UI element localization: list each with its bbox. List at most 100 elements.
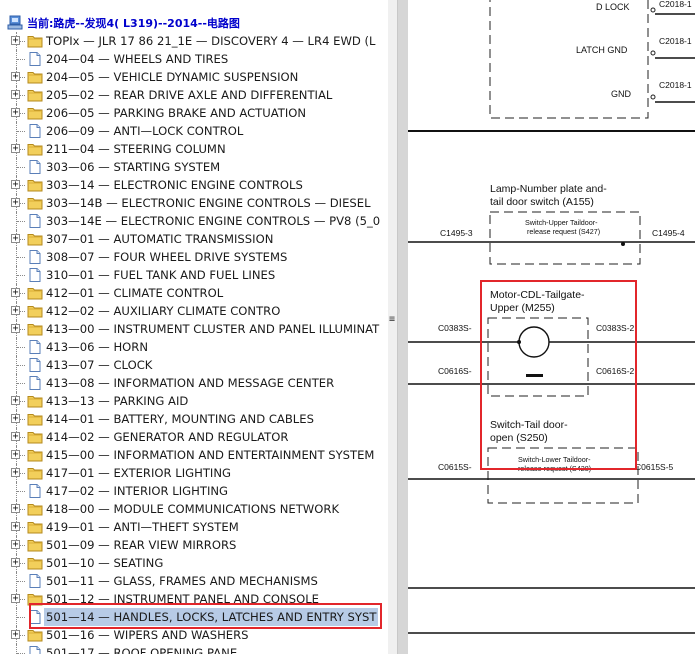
folder-icon <box>27 195 43 211</box>
tree-item-label: 413—07 — CLOCK <box>46 358 153 372</box>
expand-plus-icon[interactable]: + <box>11 413 20 424</box>
tree-item[interactable]: 206—09 — ANTI—LOCK CONTROL <box>0 122 386 140</box>
folder-icon <box>27 87 43 103</box>
expand-plus-icon[interactable]: + <box>11 395 20 406</box>
folder-icon <box>27 393 43 409</box>
folder-icon <box>27 303 43 319</box>
tree-item[interactable]: +303—14 — ELECTRONIC ENGINE CONTROLS <box>0 176 386 194</box>
tree-item[interactable]: +501—12 — INSTRUMENT PANEL AND CONSOLE <box>0 590 386 608</box>
tree-item[interactable]: 413—06 — HORN <box>0 338 386 356</box>
document-icon <box>27 267 43 283</box>
tree-item[interactable]: +307—01 — AUTOMATIC TRANSMISSION <box>0 230 386 248</box>
expand-plus-icon[interactable]: + <box>11 593 20 604</box>
tree-item-label: 412—01 — CLIMATE CONTROL <box>46 286 224 300</box>
tree-guide-line <box>16 608 17 626</box>
tree-item[interactable]: +206—05 — PARKING BRAKE AND ACTUATION <box>0 104 386 122</box>
tree-item-label: 414—02 — GENERATOR AND REGULATOR <box>46 430 289 444</box>
expand-plus-icon[interactable]: + <box>11 431 20 442</box>
tree-item[interactable]: +303—14B — ELECTRONIC ENGINE CONTROLS — … <box>0 194 386 212</box>
tree-item-label: 419—01 — ANTI—THEFT SYSTEM <box>46 520 239 534</box>
tree-item[interactable]: +415—00 — INFORMATION AND ENTERTAINMENT … <box>0 446 386 464</box>
tree-item[interactable]: 308—07 — FOUR WHEEL DRIVE SYSTEMS <box>0 248 386 266</box>
tree-item[interactable]: +501—09 — REAR VIEW MIRRORS <box>0 536 386 554</box>
expand-plus-icon[interactable]: + <box>11 143 20 154</box>
expand-plus-icon[interactable]: + <box>11 557 20 568</box>
expand-plus-icon[interactable]: + <box>11 467 20 478</box>
tree-item[interactable]: 204—04 — WHEELS AND TIRES <box>0 50 386 68</box>
tree-item[interactable]: 501—11 — GLASS, FRAMES AND MECHANISMS <box>0 572 386 590</box>
tree-item[interactable]: +418—00 — MODULE COMMUNICATIONS NETWORK <box>0 500 386 518</box>
tree-item[interactable]: +412—01 — CLIMATE CONTROL <box>0 284 386 302</box>
tree-item-label: 501—11 — GLASS, FRAMES AND MECHANISMS <box>46 574 318 588</box>
tree-item-label: 417—01 — EXTERIOR LIGHTING <box>46 466 231 480</box>
expand-plus-icon[interactable]: + <box>11 179 20 190</box>
folder-icon <box>27 465 43 481</box>
tree-guide-branch <box>17 563 25 564</box>
tree-guide-branch <box>17 221 25 222</box>
tree-item[interactable]: +414—01 — BATTERY, MOUNTING AND CABLES <box>0 410 386 428</box>
tree-item[interactable]: +419—01 — ANTI—THEFT SYSTEM <box>0 518 386 536</box>
expand-plus-icon[interactable]: + <box>11 503 20 514</box>
tree-item[interactable]: 413—07 — CLOCK <box>0 356 386 374</box>
expand-plus-icon[interactable]: + <box>11 539 20 550</box>
tree-item[interactable]: 303—14E — ELECTRONIC ENGINE CONTROLS — P… <box>0 212 386 230</box>
expand-plus-icon[interactable]: + <box>11 233 20 244</box>
tree-guide-branch <box>17 419 25 420</box>
folder-icon <box>27 141 43 157</box>
tree-guide-line <box>16 158 17 176</box>
tree-item[interactable]: +205—02 — REAR DRIVE AXLE AND DIFFERENTI… <box>0 86 386 104</box>
tree-item[interactable]: +211—04 — STEERING COLUMN <box>0 140 386 158</box>
tree-item-label: 501—14 — HANDLES, LOCKS, LATCHES AND ENT… <box>44 608 379 626</box>
expand-plus-icon[interactable]: + <box>11 323 20 334</box>
pin-label-latch-gnd: LATCH GND <box>576 45 628 55</box>
tree-guide-branch <box>17 401 25 402</box>
tree-item[interactable]: +501—10 — SEATING <box>0 554 386 572</box>
tree-guide-line <box>16 122 17 140</box>
tree-item[interactable]: 303—06 — STARTING SYSTEM <box>0 158 386 176</box>
expand-plus-icon[interactable]: + <box>11 71 20 82</box>
expand-plus-icon[interactable]: + <box>11 629 20 640</box>
connector-label-c0616-right: C0616S-2 <box>596 366 635 376</box>
tree-item-label: 501—12 — INSTRUMENT PANEL AND CONSOLE <box>46 592 319 606</box>
tree-item[interactable]: 310—01 — FUEL TANK AND FUEL LINES <box>0 266 386 284</box>
component-title-switch-tail-line2: open (S250) <box>490 432 548 444</box>
tree-item-selected[interactable]: 501—14 — HANDLES, LOCKS, LATCHES AND ENT… <box>0 608 386 626</box>
tree-item-label: 206—09 — ANTI—LOCK CONTROL <box>46 124 244 138</box>
tree-item[interactable]: +413—13 — PARKING AID <box>0 392 386 410</box>
document-icon <box>27 483 43 499</box>
document-icon <box>27 51 43 67</box>
motor-box <box>487 317 589 397</box>
document-icon <box>27 159 43 175</box>
folder-icon <box>27 447 43 463</box>
tree-guide-branch <box>17 347 25 348</box>
tree-item[interactable]: 413—08 — INFORMATION AND MESSAGE CENTER <box>0 374 386 392</box>
tree-item[interactable]: +413—00 — INSTRUMENT CLUSTER AND PANEL I… <box>0 320 386 338</box>
expand-plus-icon[interactable]: + <box>11 449 20 460</box>
tree-root[interactable]: 当前:路虎--发现4( L319)--2014--电路图 <box>6 14 240 32</box>
tree-item-label: 303—14E — ELECTRONIC ENGINE CONTROLS — P… <box>46 214 381 228</box>
panel-splitter[interactable]: ≡ <box>388 0 398 654</box>
connector-label-c2018-c: C2018-1 <box>659 80 692 90</box>
folder-icon <box>27 429 43 445</box>
tree-item[interactable]: 417—02 — INTERIOR LIGHTING <box>0 482 386 500</box>
tree-item-label: 303—06 — STARTING SYSTEM <box>46 160 221 174</box>
expand-plus-icon[interactable]: + <box>11 287 20 298</box>
expand-plus-icon[interactable]: + <box>11 521 20 532</box>
folder-icon <box>27 411 43 427</box>
tree-guide-branch <box>17 635 25 636</box>
expand-plus-icon[interactable]: + <box>11 107 20 118</box>
expand-plus-icon[interactable]: + <box>11 35 20 46</box>
tree-item-label: TOPIx — JLR 17 86 21_1E — DISCOVERY 4 — … <box>46 34 376 48</box>
tree-item[interactable]: 501—17 — ROOF OPENING PANE <box>0 644 386 654</box>
tree-item[interactable]: +414—02 — GENERATOR AND REGULATOR <box>0 428 386 446</box>
expand-plus-icon[interactable]: + <box>11 305 20 316</box>
tree-item[interactable]: +204—05 — VEHICLE DYNAMIC SUSPENSION <box>0 68 386 86</box>
expand-plus-icon[interactable]: + <box>11 89 20 100</box>
tree-item[interactable]: +412—02 — AUXILIARY CLIMATE CONTRO <box>0 302 386 320</box>
tree-item[interactable]: +501—16 — WIPERS AND WASHERS <box>0 626 386 644</box>
viewer-gutter <box>398 0 408 654</box>
tree-item[interactable]: + TOPIx — JLR 17 86 21_1E — DISCOVERY 4 —… <box>0 32 386 50</box>
tree-item[interactable]: +417—01 — EXTERIOR LIGHTING <box>0 464 386 482</box>
expand-plus-icon[interactable]: + <box>11 197 20 208</box>
wiring-diagram-panel[interactable]: D LOCK LATCH GND GND C2018-1 C2018-1 C20… <box>408 0 695 654</box>
